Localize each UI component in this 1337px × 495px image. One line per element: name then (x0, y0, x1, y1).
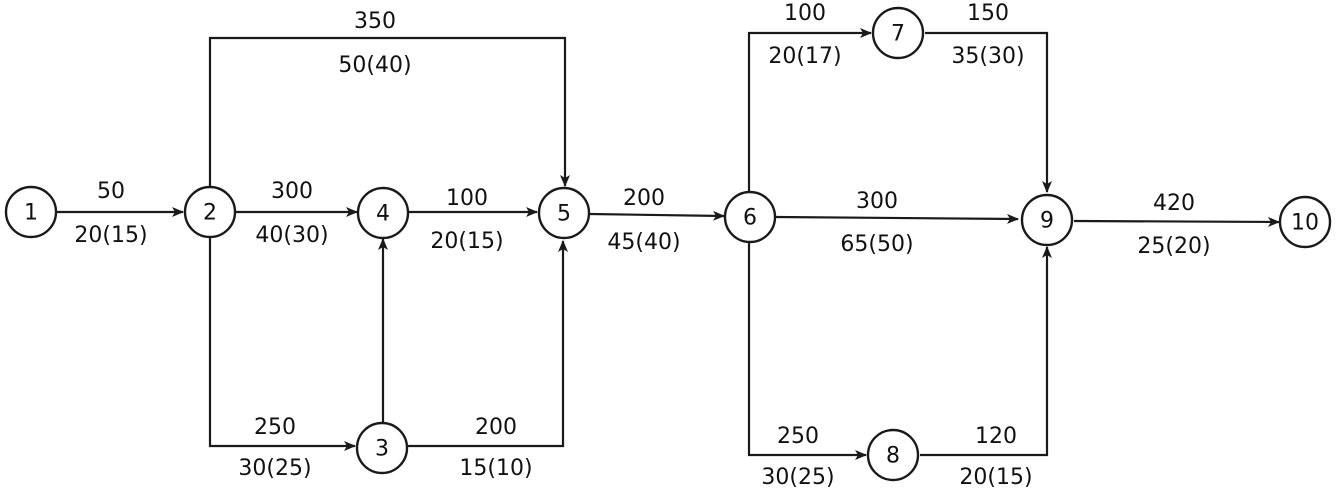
edge-2-4-bottom-label: 40(30) (255, 223, 328, 248)
edge-2-4-top-label: 300 (271, 179, 313, 204)
node-7-label: 7 (891, 22, 905, 47)
node-1-label: 1 (24, 201, 38, 226)
node-2-label: 2 (203, 201, 217, 226)
node-9: 9 (1020, 193, 1074, 247)
node-6-label: 6 (743, 206, 757, 231)
node-3-label: 3 (375, 437, 389, 462)
edge-5-6 (589, 210, 725, 221)
edge-2-3 (208, 236, 356, 451)
edge-1-2-top-label: 50 (97, 179, 125, 204)
edge-2-5-bottom-label: 50(40) (338, 53, 411, 78)
edge-9-10 (1073, 216, 1280, 227)
node-4-label: 4 (376, 202, 390, 227)
nodes: 1 2 3 4 5 6 7 8 (4, 6, 1332, 482)
edge-2-5 (208, 36, 570, 188)
edge-7-9-top-label: 150 (967, 1, 1009, 26)
edge-5-6-bottom-label: 45(40) (607, 230, 680, 255)
node-4: 4 (356, 186, 410, 240)
edge-6-8-top-label: 250 (777, 424, 819, 449)
edge-5-6-top-label: 200 (623, 186, 665, 211)
edge-9-10-top-label: 420 (1153, 191, 1195, 216)
edge-7-9-bottom-label: 35(30) (951, 44, 1024, 69)
node-3: 3 (355, 421, 409, 475)
edge-1-2-bottom-label: 20(15) (74, 223, 147, 248)
node-10-label: 10 (1291, 211, 1319, 236)
edge-4-5-top-label: 100 (446, 186, 488, 211)
edge-2-5-top-label: 350 (354, 9, 396, 34)
edge-6-8-bottom-label: 30(25) (761, 465, 834, 490)
node-1: 1 (4, 185, 58, 239)
edges: 50 20(15) 300 40(30) 350 50(40) 250 30(2… (57, 1, 1280, 490)
node-2: 2 (183, 185, 237, 239)
node-5-label: 5 (557, 202, 571, 227)
edge-6-9-top-label: 300 (856, 189, 898, 214)
edge-8-9-bottom-label: 20(15) (959, 465, 1032, 490)
edge-6-9-bottom-label: 65(50) (840, 232, 913, 257)
edge-4-5-bottom-label: 20(15) (430, 229, 503, 254)
edge-8-9-top-label: 120 (975, 424, 1017, 449)
node-10: 10 (1278, 195, 1332, 249)
edge-8-9 (920, 246, 1052, 457)
edge-9-10-bottom-label: 25(20) (1137, 234, 1210, 259)
node-6: 6 (723, 190, 777, 244)
edge-3-5-bottom-label: 15(10) (459, 456, 532, 481)
edge-6-7-top-label: 100 (784, 1, 826, 26)
edge-2-3-bottom-label: 30(25) (238, 456, 311, 481)
edge-6-9 (775, 213, 1019, 224)
node-8-label: 8 (886, 444, 900, 469)
edge-6-7-bottom-label: 20(17) (768, 44, 841, 69)
node-5: 5 (537, 186, 591, 240)
node-9-label: 9 (1040, 209, 1054, 234)
node-7: 7 (871, 6, 925, 60)
edge-6-8 (747, 242, 867, 460)
edge-6-7 (747, 28, 872, 192)
edge-7-9 (925, 31, 1052, 193)
edge-3-5 (407, 240, 568, 448)
edge-3-5-top-label: 200 (475, 415, 517, 440)
node-8: 8 (866, 428, 920, 482)
edge-2-3-top-label: 250 (254, 415, 296, 440)
